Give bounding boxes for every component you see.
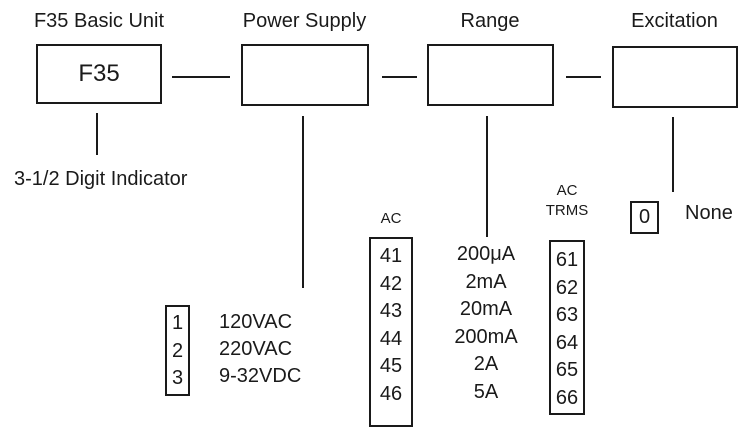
excitation-code: 0 — [638, 206, 651, 228]
basic-unit-box: F35 — [36, 44, 162, 104]
excitation-option: None — [685, 202, 733, 224]
power-supply-option: 9-32VDC — [219, 365, 302, 387]
power-supply-title: Power Supply — [242, 10, 367, 32]
basic-unit-title: F35 Basic Unit — [33, 10, 165, 32]
range-trms-label-line1: AC — [556, 182, 578, 199]
range-trms-code: 65 — [555, 359, 579, 381]
excitation-box — [612, 46, 738, 108]
range-value: 2A — [473, 353, 499, 375]
range-ac-code: 45 — [379, 355, 403, 377]
range-trms-code: 64 — [555, 331, 579, 354]
basic-unit-code: F35 — [78, 60, 120, 87]
range-trms-label-line2: TRMS — [545, 202, 589, 219]
range-ac-code: 46 — [379, 382, 403, 405]
range-trms-code: 61 — [555, 249, 579, 271]
power-supply-box — [241, 44, 369, 106]
leader-power-supply — [302, 116, 304, 288]
range-trms-code-box: 61 62 63 64 65 66 — [549, 240, 585, 415]
range-trms-label: AC TRMS — [540, 181, 594, 221]
connector-power-to-range — [382, 76, 417, 78]
power-supply-option: 220VAC — [219, 338, 293, 360]
range-value: 200μA — [456, 243, 516, 265]
range-value: 200mA — [454, 325, 518, 348]
basic-unit-description: 3-1/2 Digit Indicator — [14, 168, 188, 190]
leader-range — [486, 116, 488, 237]
leader-excitation — [672, 117, 674, 192]
range-ac-code: 43 — [379, 300, 403, 322]
power-supply-option: 120VAC — [219, 311, 293, 333]
connector-basic-to-power — [172, 76, 230, 78]
power-supply-code: 2 — [171, 339, 184, 362]
power-supply-code: 3 — [171, 367, 184, 389]
range-ac-code: 44 — [379, 327, 403, 350]
range-ac-code: 42 — [379, 272, 403, 295]
power-supply-code: 1 — [171, 312, 184, 334]
excitation-title: Excitation — [631, 10, 718, 32]
range-trms-code: 62 — [555, 276, 579, 299]
connector-range-to-excitation — [566, 76, 601, 78]
power-supply-code-box: 1 2 3 — [165, 305, 190, 396]
power-supply-options: 120VAC 220VAC 9-32VDC — [219, 309, 301, 390]
range-title: Range — [460, 10, 520, 32]
range-ac-code-box: 41 42 43 44 45 46 — [369, 237, 413, 427]
range-box — [427, 44, 554, 106]
leader-basic-unit — [96, 113, 98, 155]
range-ac-code: 41 — [379, 245, 403, 267]
range-value: 20mA — [459, 298, 513, 320]
range-values: 200μA 2mA 20mA 200mA 2A 5A — [436, 241, 536, 406]
range-ac-label: AC — [380, 210, 402, 227]
range-value: 2mA — [465, 270, 507, 293]
excitation-code-box: 0 — [630, 201, 659, 234]
range-value: 5A — [473, 380, 499, 403]
range-trms-code: 66 — [555, 386, 579, 409]
range-trms-code: 63 — [555, 304, 579, 326]
